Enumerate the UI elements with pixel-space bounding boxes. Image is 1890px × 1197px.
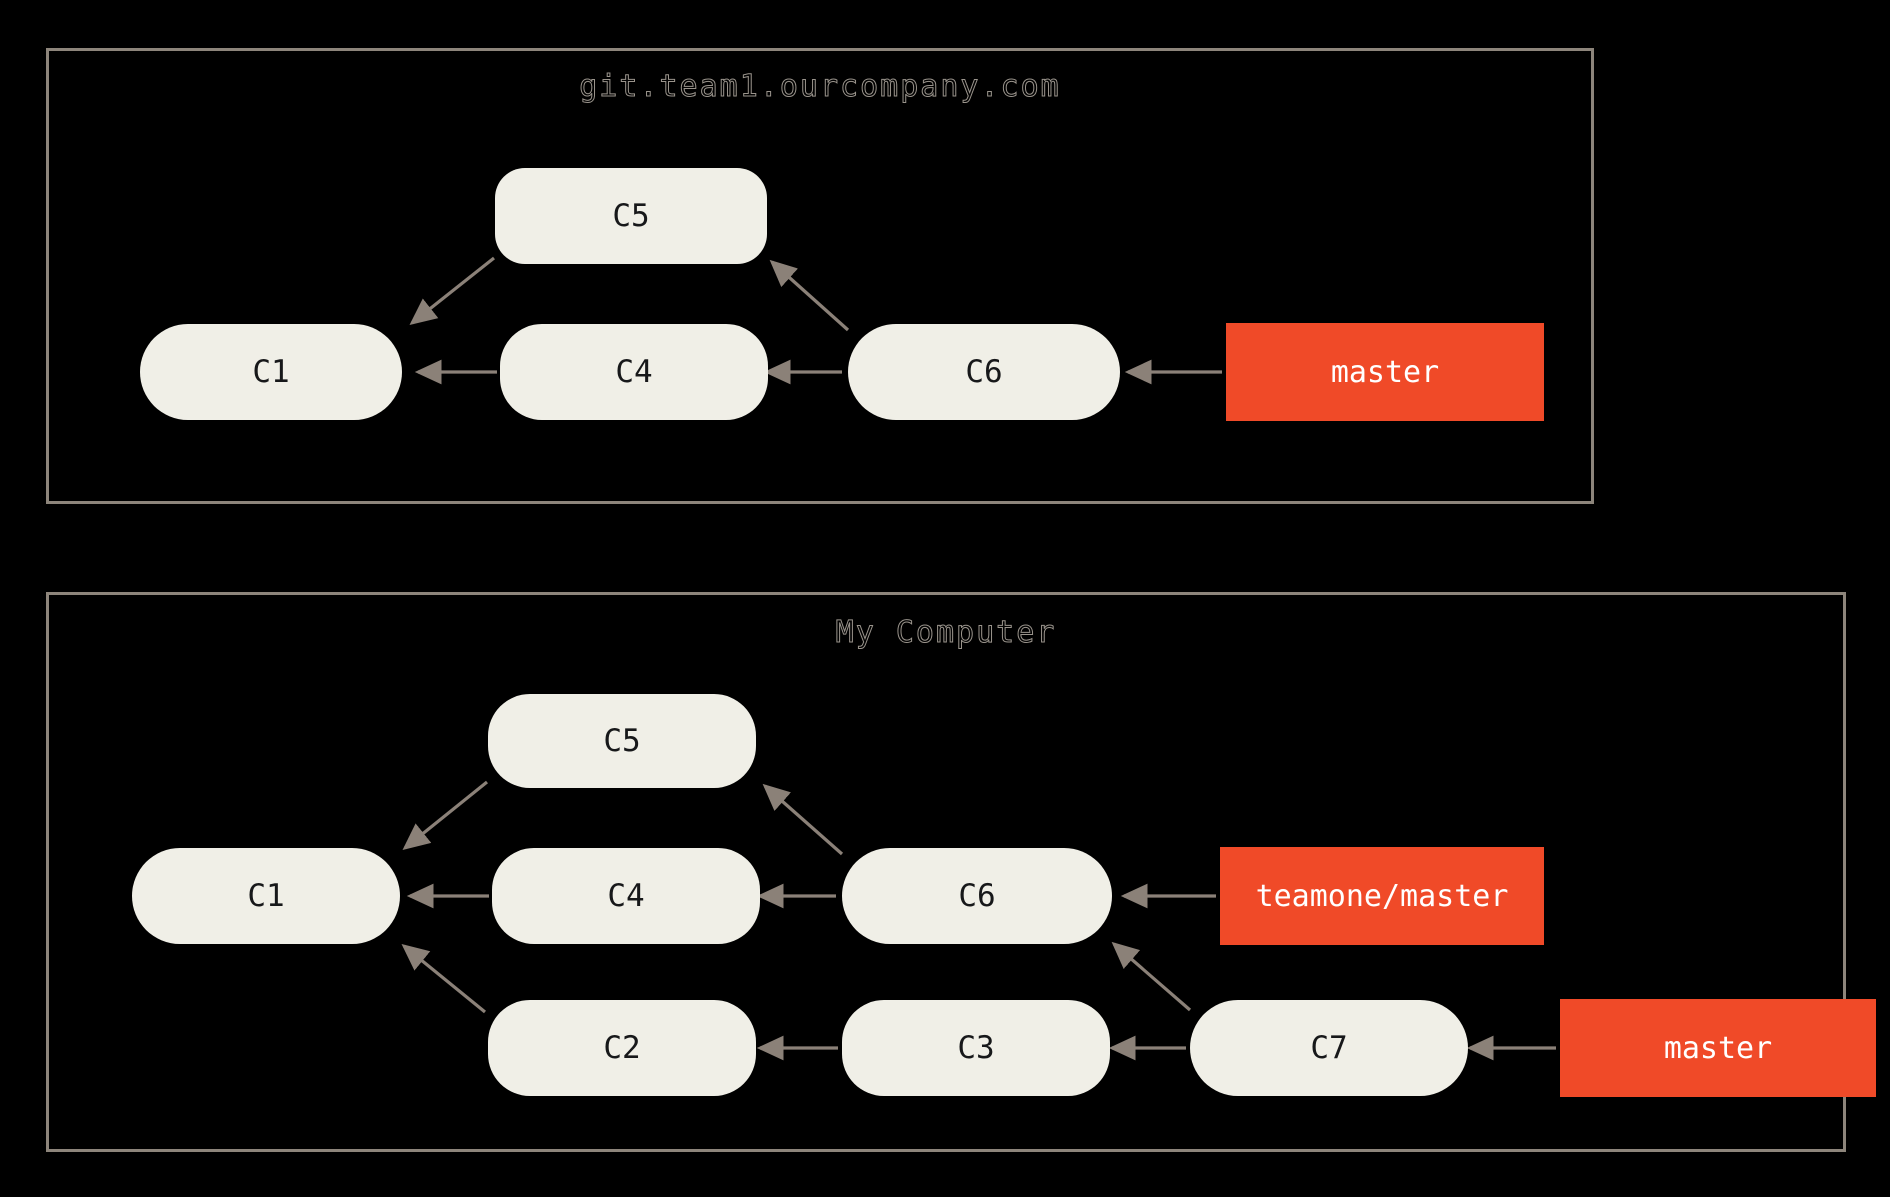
commit-label: C7 <box>1310 1030 1348 1066</box>
commit-node-c5-local[interactable]: C5 <box>488 694 756 788</box>
commit-node-c1-remote[interactable]: C1 <box>140 324 402 420</box>
panel-remote-repository: git.team1.ourcompany.com <box>46 48 1594 504</box>
ref-text: teamone/master <box>1255 878 1509 914</box>
commit-label: C6 <box>958 878 996 914</box>
commit-node-c4-remote[interactable]: C4 <box>500 324 768 420</box>
commit-node-c3-local[interactable]: C3 <box>842 1000 1110 1096</box>
commit-label: C4 <box>607 878 645 914</box>
panel-local-repository: My Computer <box>46 592 1846 1152</box>
commit-label: C3 <box>957 1030 995 1066</box>
commit-label: C2 <box>603 1030 641 1066</box>
commit-label: C1 <box>247 878 285 914</box>
ref-text: master <box>1330 354 1440 390</box>
commit-node-c1-local[interactable]: C1 <box>132 848 400 944</box>
commit-node-c6-remote[interactable]: C6 <box>848 324 1120 420</box>
panel-local-title: My Computer <box>835 615 1057 651</box>
ref-text: master <box>1663 1030 1773 1066</box>
commit-node-c2-local[interactable]: C2 <box>488 1000 756 1096</box>
commit-node-c5-remote[interactable]: C5 <box>495 168 767 264</box>
commit-node-c4-local[interactable]: C4 <box>492 848 760 944</box>
ref-label-master-remote[interactable]: master <box>1226 323 1544 421</box>
commit-label: C5 <box>612 198 650 234</box>
commit-node-c7-local[interactable]: C7 <box>1190 1000 1468 1096</box>
commit-node-c6-local[interactable]: C6 <box>842 848 1112 944</box>
commit-label: C5 <box>603 723 641 759</box>
ref-label-master-local[interactable]: master <box>1560 999 1876 1097</box>
panel-remote-title: git.team1.ourcompany.com <box>579 69 1061 105</box>
ref-label-teamone-master[interactable]: teamone/master <box>1220 847 1544 945</box>
commit-label: C6 <box>965 354 1003 390</box>
commit-label: C1 <box>252 354 290 390</box>
commit-label: C4 <box>615 354 653 390</box>
